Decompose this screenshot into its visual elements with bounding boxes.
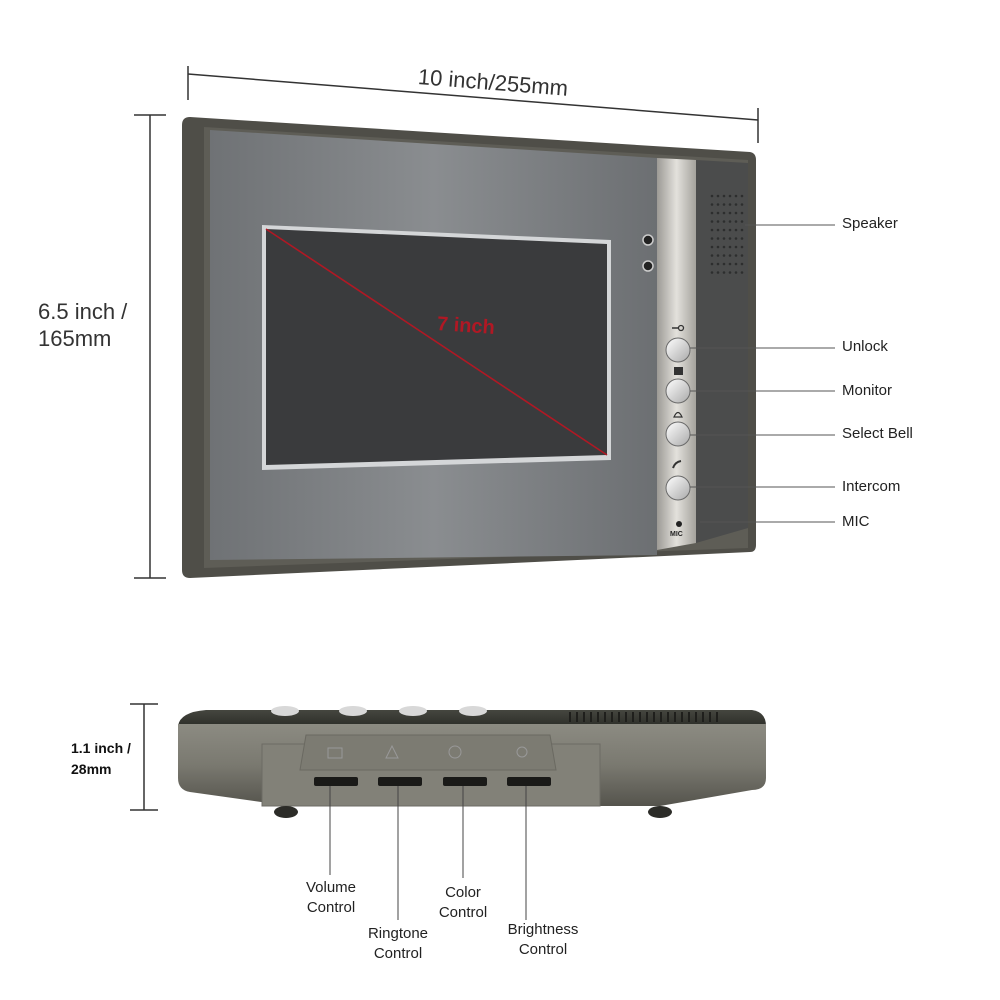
- depth-label: 1.1 inch / 28mm: [71, 738, 131, 780]
- color-label-line2: Control: [438, 904, 488, 921]
- ringtone-label-line2: Control: [373, 945, 423, 962]
- color-small-icon: [448, 745, 462, 759]
- volume-label-line1: Volume: [305, 879, 357, 896]
- height-dimension: [134, 114, 166, 579]
- intercom-label: Intercom: [842, 478, 901, 495]
- speaker-small-icon: [327, 747, 343, 759]
- speaker-column: [696, 160, 748, 543]
- color-label-line1: Color: [445, 884, 481, 901]
- monitor-label: Monitor: [842, 382, 893, 399]
- ringtone-control-wheel[interactable]: [378, 777, 422, 786]
- indicator-led-1: [642, 234, 654, 246]
- intercom-button[interactable]: [665, 475, 691, 501]
- key-icon: [672, 324, 685, 332]
- volume-label-line2: Control: [306, 899, 356, 916]
- volume-control-label: Volume Control: [296, 878, 366, 918]
- monitor-button[interactable]: [665, 378, 691, 404]
- ringtone-control-label: Ringtone Control: [358, 924, 438, 964]
- screen-size-label: 7 inch: [436, 313, 496, 339]
- speaker-grille: [710, 194, 744, 274]
- depth-label-line2: 28mm: [71, 761, 112, 777]
- ringtone-label-line1: Ringtone: [367, 925, 429, 942]
- indicator-led-2: [642, 260, 654, 272]
- mic-hole: [676, 521, 682, 527]
- width-dimension: [187, 66, 759, 143]
- height-label: 6.5 inch / 165mm: [38, 298, 127, 352]
- depth-dimension: [130, 703, 158, 811]
- unlock-label: Unlock: [842, 338, 888, 355]
- height-label-line2: 165mm: [38, 326, 112, 351]
- panel-mic-text: MIC: [670, 531, 683, 538]
- speaker-label: Speaker: [842, 215, 898, 232]
- side-callout-lines: [329, 786, 527, 920]
- side-view: [178, 706, 766, 818]
- person-icon: [674, 367, 683, 375]
- unlock-button[interactable]: [665, 337, 691, 363]
- callout-lines: [690, 224, 835, 523]
- display-screen: [266, 229, 607, 465]
- color-control-label: Color Control: [428, 883, 498, 923]
- bell-icon: [673, 411, 683, 418]
- front-view: [182, 117, 835, 578]
- select-bell-label: Select Bell: [842, 425, 913, 442]
- mic-label: MIC: [842, 513, 870, 530]
- color-control-wheel[interactable]: [443, 777, 487, 786]
- brightness-control-wheel[interactable]: [507, 777, 551, 786]
- height-label-line1: 6.5 inch /: [38, 299, 128, 324]
- brightness-label-line2: Control: [518, 941, 568, 958]
- bell-small-icon: [385, 744, 399, 759]
- select-bell-button[interactable]: [665, 421, 691, 447]
- screen-diagonal: [265, 228, 608, 456]
- brightness-control-label: Brightness Control: [498, 920, 588, 960]
- brightness-label-line1: Brightness: [507, 921, 579, 938]
- volume-control-wheel[interactable]: [314, 777, 358, 786]
- brightness-small-icon: [516, 746, 528, 758]
- phone-icon: [672, 460, 682, 469]
- depth-label-line1: 1.1 inch /: [71, 740, 131, 756]
